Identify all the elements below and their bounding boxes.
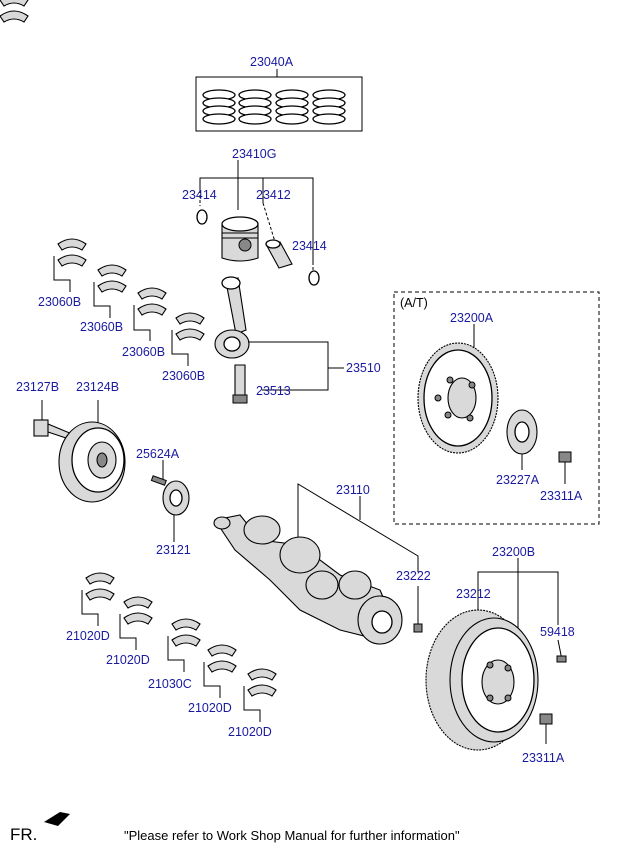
part-label-23040a: 23040A <box>250 55 294 69</box>
part-label-23124b: 23124B <box>76 380 119 394</box>
front-direction-label: FR. <box>10 825 37 844</box>
part-label-21020d-4: 21020D <box>228 725 272 739</box>
part-label-25624a: 25624A <box>136 447 180 461</box>
part-label-59418: 59418 <box>540 625 575 639</box>
part-label-23311a-at: 23311A <box>540 489 583 503</box>
part-label-23222: 23222 <box>396 569 431 583</box>
crank-pulley <box>33 400 190 542</box>
part-label-23212: 23212 <box>456 587 491 601</box>
footer-note: "Please refer to Work Shop Manual for fu… <box>124 828 460 843</box>
connecting-rod <box>214 276 344 404</box>
part-label-23200b: 23200B <box>492 545 535 559</box>
part-label-23110: 23110 <box>336 483 370 497</box>
part-label-23513: 23513 <box>256 384 291 398</box>
part-label-23060b-4: 23060B <box>162 369 205 383</box>
part-label-23200a: 23200A <box>450 311 494 325</box>
part-label-21020d-3: 21020D <box>188 701 232 715</box>
part-label-23127b: 23127B <box>16 380 59 394</box>
flywheel <box>425 558 567 751</box>
piston-ring-set <box>195 69 363 132</box>
crankshaft <box>213 483 423 645</box>
piston-assembly <box>196 160 320 286</box>
main-bearings <box>81 572 277 722</box>
part-label-23060b-2: 23060B <box>80 320 123 334</box>
conrod-bearings <box>0 0 205 366</box>
part-label-21020d-1: 21020D <box>66 629 110 643</box>
part-label-23311a-mt: 23311A <box>522 751 565 765</box>
at-drive-plate-section <box>393 291 600 525</box>
part-label-23060b-1: 23060B <box>38 295 81 309</box>
at-section-label: (A/T) <box>400 296 428 310</box>
part-label-23414-top: 23414 <box>182 188 217 202</box>
part-label-21020d-2: 21020D <box>106 653 150 667</box>
part-label-23227a: 23227A <box>496 473 540 487</box>
part-label-23121: 23121 <box>156 543 191 557</box>
part-label-21030c: 21030C <box>148 677 192 691</box>
part-label-23510: 23510 <box>346 361 381 375</box>
front-arrow-icon <box>44 812 70 826</box>
part-label-23060b-3: 23060B <box>122 345 165 359</box>
part-label-23412: 23412 <box>256 188 291 202</box>
part-label-23410g: 23410G <box>232 147 276 161</box>
part-label-23414-right: 23414 <box>292 239 327 253</box>
